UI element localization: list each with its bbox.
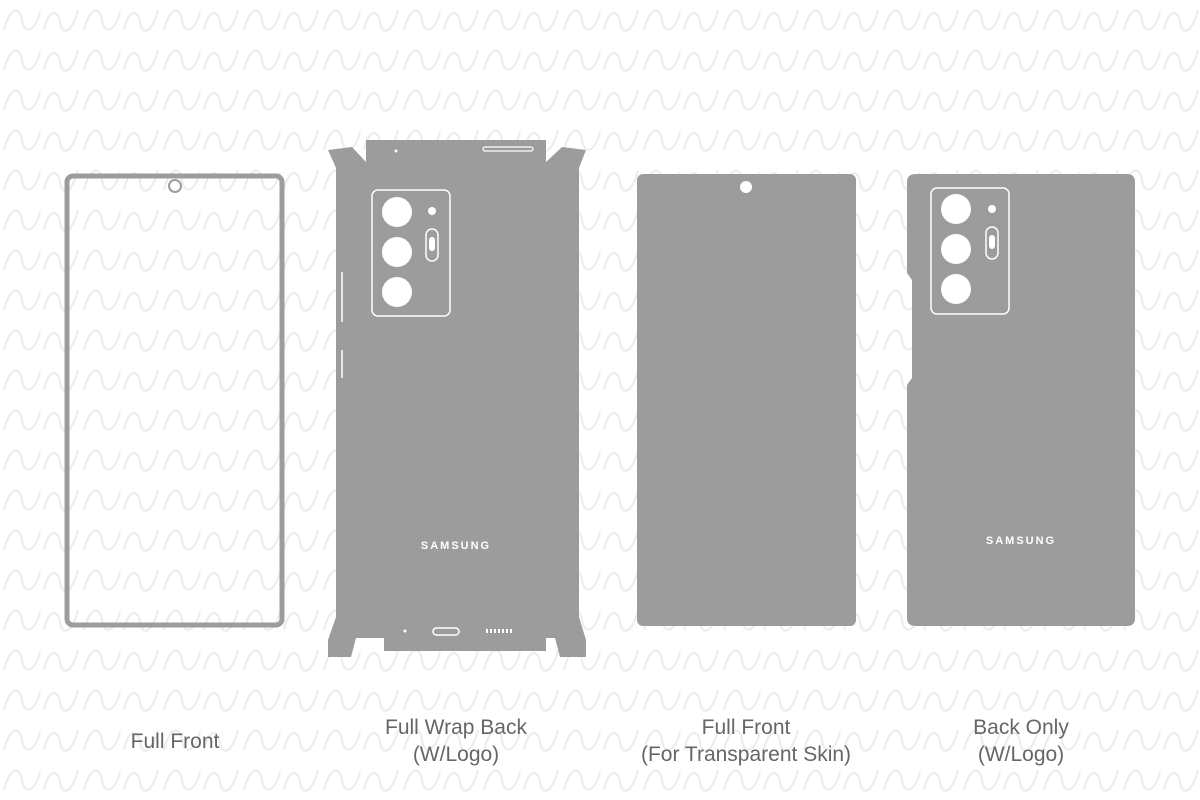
caption-line: Full Front: [130, 730, 220, 753]
caption-full-front: Full Front: [131, 728, 220, 755]
usb-port-icon: [432, 627, 460, 636]
full-front-template[interactable]: [64, 173, 285, 628]
caption-full-front-transparent: Full Front (For Transparent Skin): [641, 714, 851, 768]
punch-hole-camera-icon: [168, 179, 182, 193]
top-mic-dot: [394, 149, 398, 153]
caption-line: (W/Logo): [977, 743, 1065, 766]
camera-module-icon: [371, 189, 451, 317]
full-wrap-back-template[interactable]: SAMSUNG: [328, 140, 586, 657]
caption-line: (For Transparent Skin): [640, 743, 852, 766]
punch-hole-camera-icon: [740, 181, 752, 193]
camera-module-icon: [930, 187, 1010, 315]
back-only-template[interactable]: SAMSUNG: [907, 174, 1135, 626]
full-front-transparent-shape: [637, 174, 856, 626]
caption-line: Full Front: [701, 716, 791, 739]
caption-back-only: Back Only (W/Logo): [973, 714, 1069, 768]
top-slot: [482, 146, 534, 152]
back-only-logo: SAMSUNG: [986, 535, 1056, 547]
full-front-transparent-template[interactable]: [637, 174, 856, 626]
back-only-shape: [907, 174, 1135, 626]
full-front-outline: [64, 173, 285, 628]
caption-line: Back Only: [973, 716, 1069, 739]
caption-full-wrap-back: Full Wrap Back (W/Logo): [385, 714, 527, 768]
full-wrap-back-shape: [328, 140, 586, 657]
caption-line: (W/Logo): [412, 743, 500, 766]
speaker-grille-icon: [486, 629, 512, 633]
microphone-icon: [403, 629, 407, 633]
wrap-back-logo: SAMSUNG: [421, 540, 491, 552]
caption-line: Full Wrap Back: [385, 716, 527, 739]
